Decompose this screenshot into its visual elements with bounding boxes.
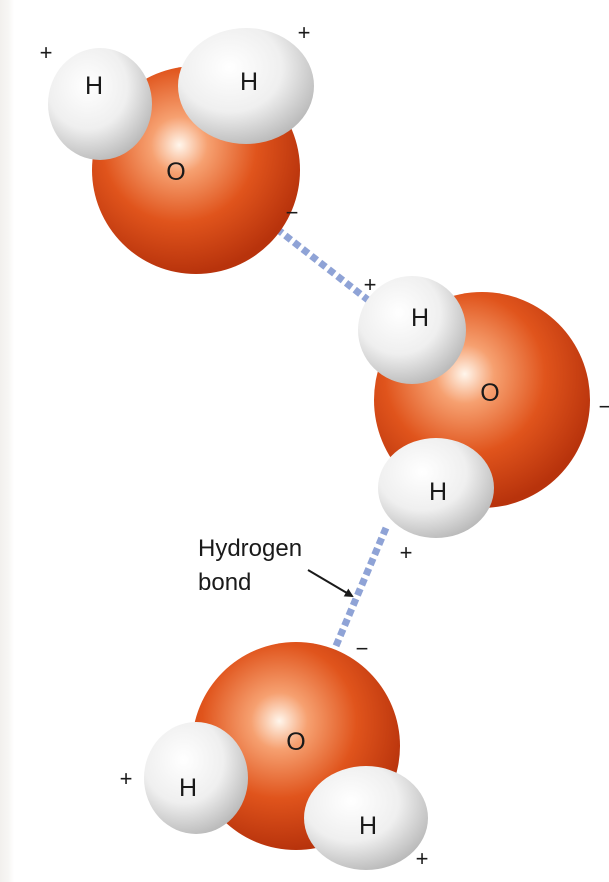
water-molecule-bottom: O H H + + − [120,636,429,871]
oxygen-symbol: O [166,158,185,186]
water-molecule-middle: H O H + + − [358,272,609,565]
hydrogen-bond-bottom [326,526,390,662]
positive-charge: + [364,272,377,297]
positive-charge: + [400,540,413,565]
hydrogen-atom [304,766,428,870]
negative-charge: − [286,200,299,225]
negative-charge: − [356,636,369,661]
hydrogen-atom [144,722,248,834]
hydrogen-atom [48,48,152,160]
hydrogen-atom [178,28,314,144]
oxygen-symbol: O [286,728,305,756]
oxygen-symbol: O [480,379,499,407]
positive-charge: + [40,40,53,65]
hydrogen-atom [358,276,466,384]
positive-charge: + [298,20,311,45]
hydrogen-bond-label-line1: Hydrogen [198,535,302,562]
hydrogen-symbol: H [429,478,447,506]
hydrogen-bond-top [265,219,371,303]
label-arrow [307,569,354,598]
hydrogen-symbol: H [240,68,258,96]
hydrogen-symbol: H [359,812,377,840]
hydrogen-symbol: H [85,72,103,100]
positive-charge: + [120,766,133,791]
hydrogen-symbol: H [411,304,429,332]
negative-charge: − [599,394,609,419]
hydrogen-bond-label: Hydrogen bond [198,535,354,598]
hydrogen-bond-label-line2: bond [198,569,251,596]
water-molecule-top: H H O + + − [40,20,314,274]
positive-charge: + [416,846,429,871]
scan-edge-strip [0,0,14,882]
hydrogen-symbol: H [179,774,197,802]
hydrogen-atom [378,438,494,538]
